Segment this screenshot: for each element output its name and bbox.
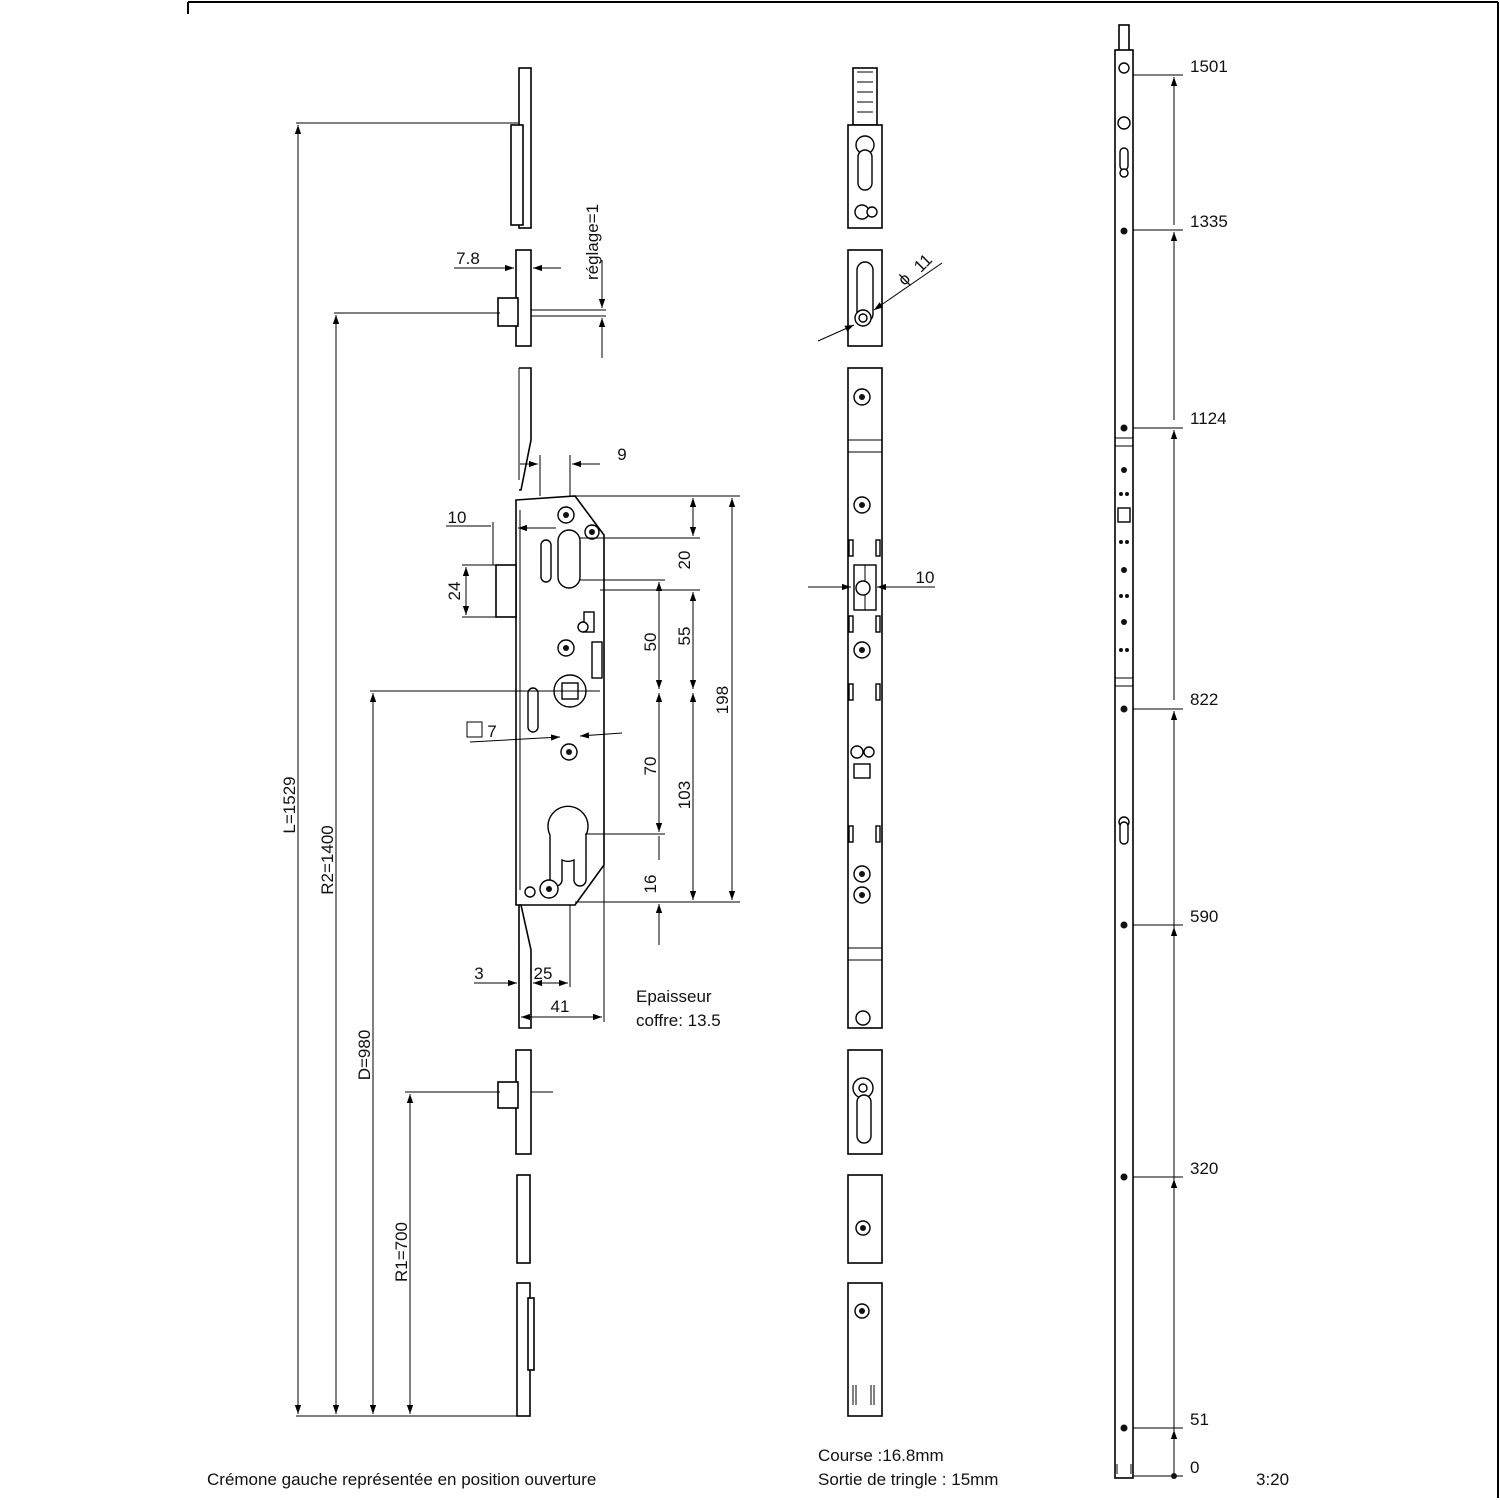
height-822: 822 (1190, 690, 1218, 709)
thickness-note-line2: coffre: 13.5 (636, 1011, 721, 1030)
square-symbol (466, 721, 483, 738)
dim-41: 41 (551, 997, 570, 1016)
dim-10-middle: 10 (916, 568, 935, 587)
right-full-view (1114, 24, 1134, 1479)
dim-70: 70 (641, 757, 660, 776)
height-1501: 1501 (1190, 57, 1228, 76)
dim-16: 16 (641, 875, 660, 894)
dim-103: 103 (675, 781, 694, 809)
dim-55: 55 (675, 627, 694, 646)
left-overall-dimensions (294, 122, 600, 1417)
reglage-dimension (531, 260, 606, 358)
dim-24: 24 (445, 582, 464, 601)
length-label: L=1529 (280, 776, 299, 833)
dim-7-8: 7.8 (456, 249, 480, 268)
scale-label: 3:20 (1256, 1470, 1289, 1489)
dim-3: 3 (474, 964, 483, 983)
bottom-case-dimensions (474, 865, 605, 1022)
d-label: D=980 (355, 1030, 374, 1081)
dim-square-7: 7 (487, 722, 496, 741)
sortie-note: Sortie de tringle : 15mm (818, 1470, 998, 1489)
reglage-label: réglage=1 (583, 204, 602, 280)
thickness-note-line1: Epaisseur (636, 987, 712, 1006)
dim-50: 50 (641, 633, 660, 652)
diameter-value: 11 (910, 250, 936, 276)
caption: Crémone gauche représentée en position o… (207, 1470, 596, 1489)
dim-10-left: 10 (448, 508, 467, 527)
height-320: 320 (1190, 1159, 1218, 1178)
middle-front-view (808, 67, 943, 1417)
height-0: 0 (1190, 1458, 1199, 1477)
case-vertical-dimensions (575, 495, 740, 945)
dim-9: 9 (617, 445, 626, 464)
diameter-symbol: ϕ (894, 269, 914, 289)
dim-198: 198 (713, 686, 732, 714)
height-590: 590 (1190, 907, 1218, 926)
sheet-frame (187, 1, 1499, 1498)
height-1335: 1335 (1190, 212, 1228, 231)
r2-label: R2=1400 (318, 825, 337, 894)
dim-20: 20 (675, 551, 694, 570)
right-height-dimensions (1133, 74, 1183, 1479)
height-51: 51 (1190, 1410, 1209, 1429)
r1-label: R1=700 (392, 1222, 411, 1282)
course-note: Course :16.8mm (818, 1446, 944, 1465)
height-1124: 1124 (1190, 409, 1227, 428)
dim-25: 25 (534, 964, 553, 983)
